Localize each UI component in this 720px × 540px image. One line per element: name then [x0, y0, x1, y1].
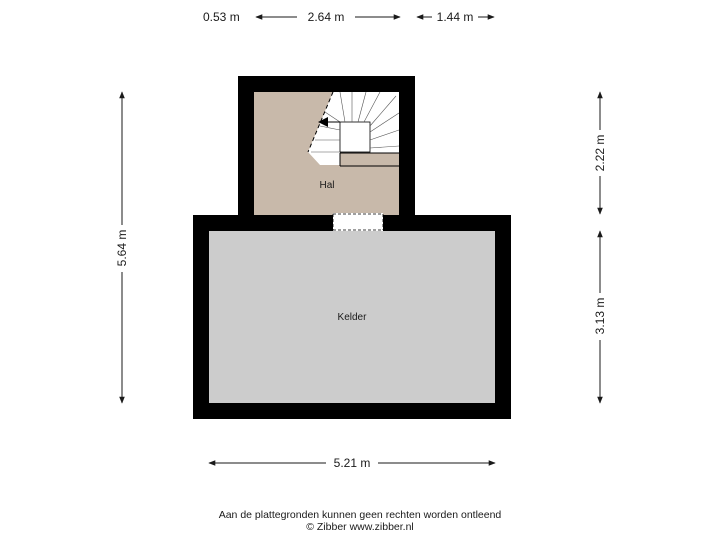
- dimension-right-upper: 2.22 m: [593, 135, 607, 172]
- footer-copyright: © Zibber www.zibber.nl: [306, 521, 414, 533]
- dimension-left: 5.64 m: [115, 91, 129, 404]
- dimension-top-right: 1.44 m: [437, 10, 474, 24]
- stair-direction-arrow-icon: [318, 117, 328, 127]
- dimension-bottom-width: 5.21 m: [334, 456, 371, 470]
- dimension-right: 2.22 m 3.13 m: [593, 91, 607, 404]
- dimension-top-left: 0.53 m: [203, 10, 240, 24]
- staircase: [307, 91, 400, 167]
- dimension-top-middle: 2.64 m: [308, 10, 345, 24]
- dimension-right-lower: 3.13 m: [593, 298, 607, 335]
- room-label-hal: Hal: [319, 180, 334, 191]
- door-opening: [333, 213, 383, 231]
- dimension-bottom: 5.21 m: [208, 456, 496, 470]
- room-label-kelder: Kelder: [338, 312, 368, 323]
- dimension-left-total: 5.64 m: [115, 230, 129, 267]
- footer-disclaimer: Aan de plattegronden kunnen geen rechten…: [218, 509, 502, 521]
- kelder-floor: [209, 231, 495, 403]
- dimension-top: 0.53 m 2.64 m 1.44 m: [203, 10, 495, 24]
